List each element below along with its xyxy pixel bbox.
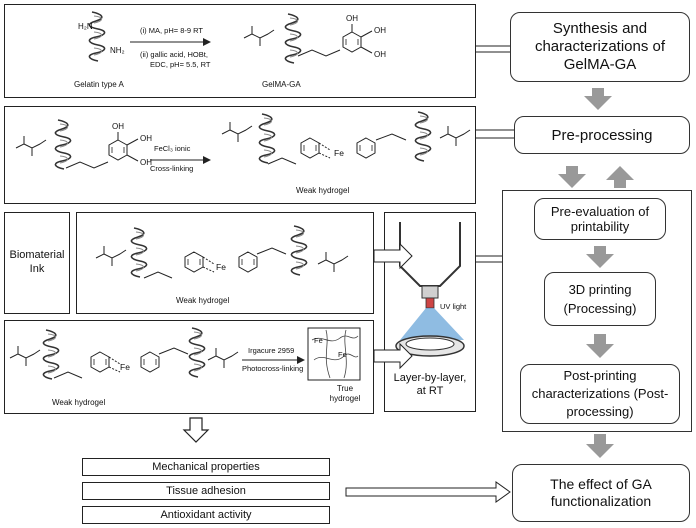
grey-arrow-print-to-post — [586, 334, 614, 358]
gelma-ga-start-structure — [15, 119, 139, 170]
fe-complex-structure-1 — [221, 111, 471, 165]
grey-arrow-eval-to-print — [586, 246, 614, 268]
oh-label: OH — [112, 122, 124, 131]
gelatin-structure — [88, 11, 106, 62]
layer-by-layer-label: Layer-by-layer, at RT — [393, 372, 467, 397]
connector-synthesis — [476, 45, 510, 53]
biomaterial-ink-label: Biomaterial Ink — [9, 249, 65, 275]
outcome-mechanical: Mechanical properties — [82, 458, 330, 476]
connector-preprocessing — [476, 129, 514, 139]
outcome-antioxidant: Antioxidant activity — [82, 506, 330, 524]
crosslink-panel — [4, 106, 476, 204]
weak-hydrogel-label-1: Weak hydrogel — [296, 186, 350, 195]
step-synthesis: Synthesis and characterizations of GelMA… — [510, 12, 690, 82]
down-arrow-outcomes — [182, 417, 210, 443]
uv-light-label: UV light — [440, 302, 467, 311]
gelma-ga-label: GelMA-GA — [262, 80, 301, 89]
biomaterial-ink-label-box — [4, 212, 70, 314]
fe-label: Fe — [120, 362, 130, 372]
fe-label: Fe — [314, 336, 323, 345]
reaction-step-ii-a: (ii) gallic acid, HOBt, — [140, 50, 208, 59]
weak-hydrogel-label-2: Weak hydrogel — [176, 296, 230, 305]
oh-label: OH — [140, 158, 152, 167]
printing-bed-icon — [395, 335, 465, 357]
fe-label: Fe — [334, 148, 344, 158]
step-effect-of-ga: The effect of GA functionalization — [512, 464, 690, 522]
fe-complex-structure-2 — [95, 225, 349, 279]
grey-arrow-container-to-effect — [586, 434, 614, 458]
gelatin-nh2-right: NH₂ — [110, 46, 125, 55]
outcome-adhesion: Tissue adhesion — [82, 482, 330, 500]
oh-label: OH — [140, 134, 152, 143]
gelatin-nh2-top: H₂N — [78, 22, 93, 31]
irgacure-reagent-sub: Photocross-linking — [242, 364, 304, 373]
irgacure-reagent: Irgacure 2959 — [248, 346, 295, 355]
step-post-printing: Post-printing characterizations (Post-pr… — [520, 364, 680, 424]
step-preprocessing: Pre-processing — [514, 116, 690, 154]
synthesis-panel — [4, 4, 476, 98]
hydrogel-to-printer-arrow — [373, 342, 413, 370]
outcomes-to-effect-arrow — [345, 481, 511, 503]
gelma-ga-structure — [243, 13, 373, 64]
step-pre-evaluation: Pre-evaluation of printability — [534, 198, 666, 240]
gelatin-label: Gelatin type A — [74, 80, 124, 89]
reaction-step-i: (i) MA, pH= 8-9 RT — [140, 26, 203, 35]
ink-to-printer-arrow — [373, 242, 413, 270]
fe-complex-structure-3 — [9, 327, 239, 380]
reaction-step-ii-b: EDC, pH= 5.5, RT — [150, 60, 211, 69]
fe-label: Fe — [338, 350, 347, 359]
ink-structure-panel — [76, 212, 374, 314]
fecl3-reagent: FeCl₃ ionic — [154, 144, 191, 153]
fe-label: Fe — [216, 262, 226, 272]
oh-label: OH — [346, 14, 358, 23]
true-hydrogel-label: True hydrogel — [329, 384, 361, 403]
grey-arrow-pre-down — [558, 166, 586, 188]
oh-label: OH — [374, 50, 386, 59]
fecl3-reagent-sub: Cross-linking — [150, 164, 194, 173]
step-3d-printing: 3D printing (Processing) — [544, 272, 656, 326]
uv-beam-icon — [400, 308, 464, 340]
oh-label: OH — [374, 26, 386, 35]
connector-printer — [476, 255, 502, 263]
printer-nozzle-icon — [399, 222, 461, 309]
weak-hydrogel-label-3: Weak hydrogel — [52, 398, 106, 407]
grey-arrow-synthesis-to-pre — [584, 88, 612, 110]
grey-arrow-pre-up — [606, 166, 634, 188]
true-hydrogel-network — [307, 327, 361, 381]
